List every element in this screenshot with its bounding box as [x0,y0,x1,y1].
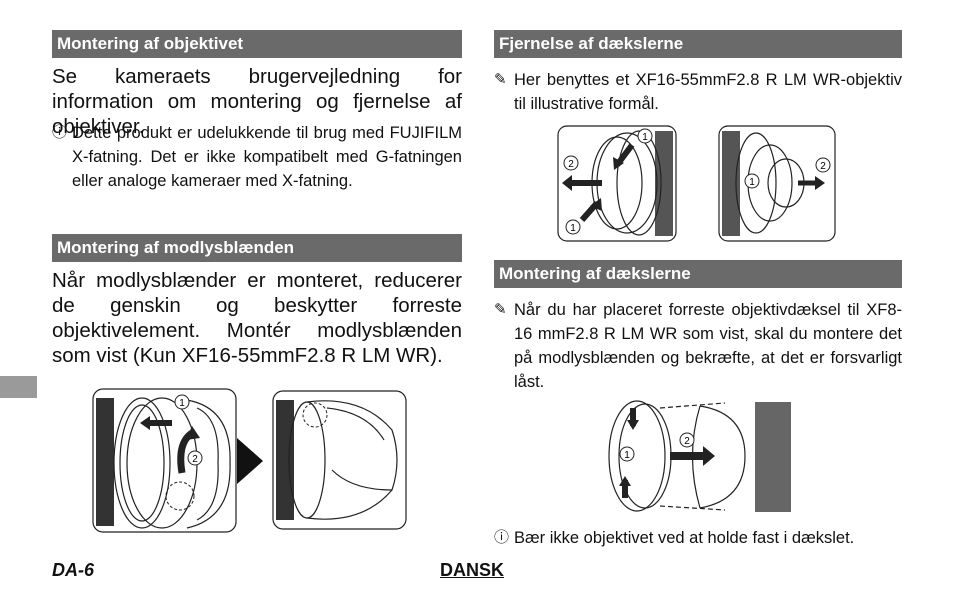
caution-icon: ⓘ [494,529,510,546]
arrow-right-icon [237,438,263,484]
front-cap-removal-illustration: 1 2 1 [557,125,677,242]
cap-mounting-illustration: 1 2 [608,400,791,512]
page-number: DA-6 [52,560,95,580]
cap-mounting-note-text: Når du har placeret forreste objektivdæk… [514,301,902,391]
cap-removal-note: ✎ Her benyttes et XF16-55mmF2.8 R LM WR-… [494,68,902,116]
cap-removal-note-text: Her benyttes et XF16-55mmF2.8 R LM WR-ob… [514,71,902,113]
cap-caution-note: ⓘ Bær ikke objektivet ved at holde fast … [494,526,904,550]
pencil-icon: ✎ [494,301,507,318]
cap-caution-text: Bær ikke objektivet ved at holde fast i … [514,529,855,547]
heading-cap-mounting: Montering af dækslerne [494,260,902,288]
rear-cap-label-1: 1 [749,177,755,188]
pencil-icon: ✎ [494,71,507,88]
hood-mounting-body: Når modlysblænder er monteret, reducerer… [52,269,462,367]
heading-lens-mounting: Montering af objektivet [52,30,462,58]
cap-mount-label-1: 1 [624,450,630,461]
lens-mounting-note: ⓘ Dette produkt er udelukkende til brug … [52,121,462,193]
side-tab-marker [0,376,37,398]
hood-illustration-mounted [272,390,407,530]
caution-icon: ⓘ [52,124,68,141]
cap-mounting-note: ✎ Når du har placeret forreste objektivd… [494,298,902,394]
lens-mounting-note-text: Dette produkt er udelukkende til brug me… [72,124,462,190]
hood-label-1: 1 [179,398,185,409]
front-cap-label-1b: 1 [570,223,576,234]
front-cap-label-1a: 1 [642,132,648,143]
cap-mount-label-2: 2 [684,436,690,447]
lens-mounting-body: Se kameraets brugervejledning for inform… [52,65,462,138]
hood-label-2: 2 [192,454,198,465]
hood-illustration-attach: 1 2 [92,388,237,533]
heading-cap-removal: Fjernelse af dækslerne [494,30,902,58]
rear-cap-removal-illustration: 1 2 [718,125,836,242]
front-cap-label-2: 2 [568,159,574,170]
heading-hood-mounting: Montering af modlysblænden [52,234,462,262]
language-label: DANSK [440,560,505,580]
rear-cap-label-2: 2 [820,161,826,172]
